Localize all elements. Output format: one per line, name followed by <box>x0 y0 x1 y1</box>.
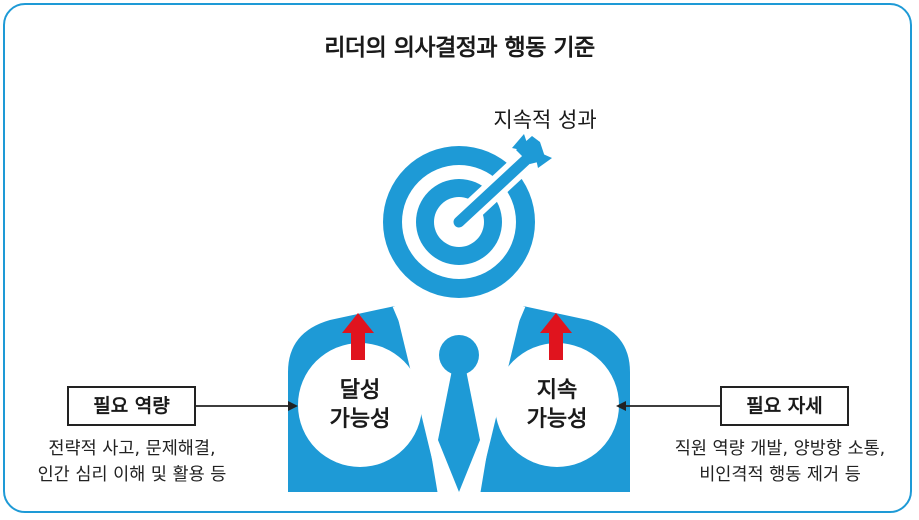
attitude-desc-line2: 비인격적 행동 제거 등 <box>699 465 861 485</box>
achievability-line2: 가능성 <box>329 407 391 432</box>
diagram-title: 리더의 의사결정과 행동 기준 <box>324 35 595 61</box>
achievability-line1: 달성 <box>339 378 381 403</box>
required-competency-desc: 전략적 사고, 문제해결, 인간 심리 이해 및 활용 등 <box>18 436 246 488</box>
target-label: 지속적 성과 <box>493 108 597 132</box>
sustainability-line1: 지속 <box>536 378 578 403</box>
left-connector-arrow <box>196 401 298 411</box>
diagram-frame <box>3 3 912 513</box>
required-attitude-desc: 직원 역량 개발, 양방향 소통, 비인격적 행동 제거 등 <box>650 436 910 488</box>
achievability-bubble <box>298 343 422 467</box>
right-red-arrow-icon <box>540 313 572 360</box>
required-competency-box: 필요 역량 <box>67 386 196 426</box>
sustainability-line2: 가능성 <box>526 407 588 432</box>
sustainability-label: 지속 가능성 <box>507 376 607 434</box>
achievability-label: 달성 가능성 <box>310 376 410 434</box>
sustainability-bubble <box>495 343 619 467</box>
left-red-arrow-icon <box>342 313 374 360</box>
competency-desc-line1: 전략적 사고, 문제해결, <box>48 439 216 459</box>
competency-desc-line2: 인간 심리 이해 및 활용 등 <box>37 465 227 485</box>
attitude-desc-line1: 직원 역량 개발, 양방향 소통, <box>674 439 886 459</box>
dart-arrow-icon <box>448 134 552 233</box>
right-connector-arrow <box>616 401 720 411</box>
required-attitude-box: 필요 자세 <box>720 386 849 426</box>
